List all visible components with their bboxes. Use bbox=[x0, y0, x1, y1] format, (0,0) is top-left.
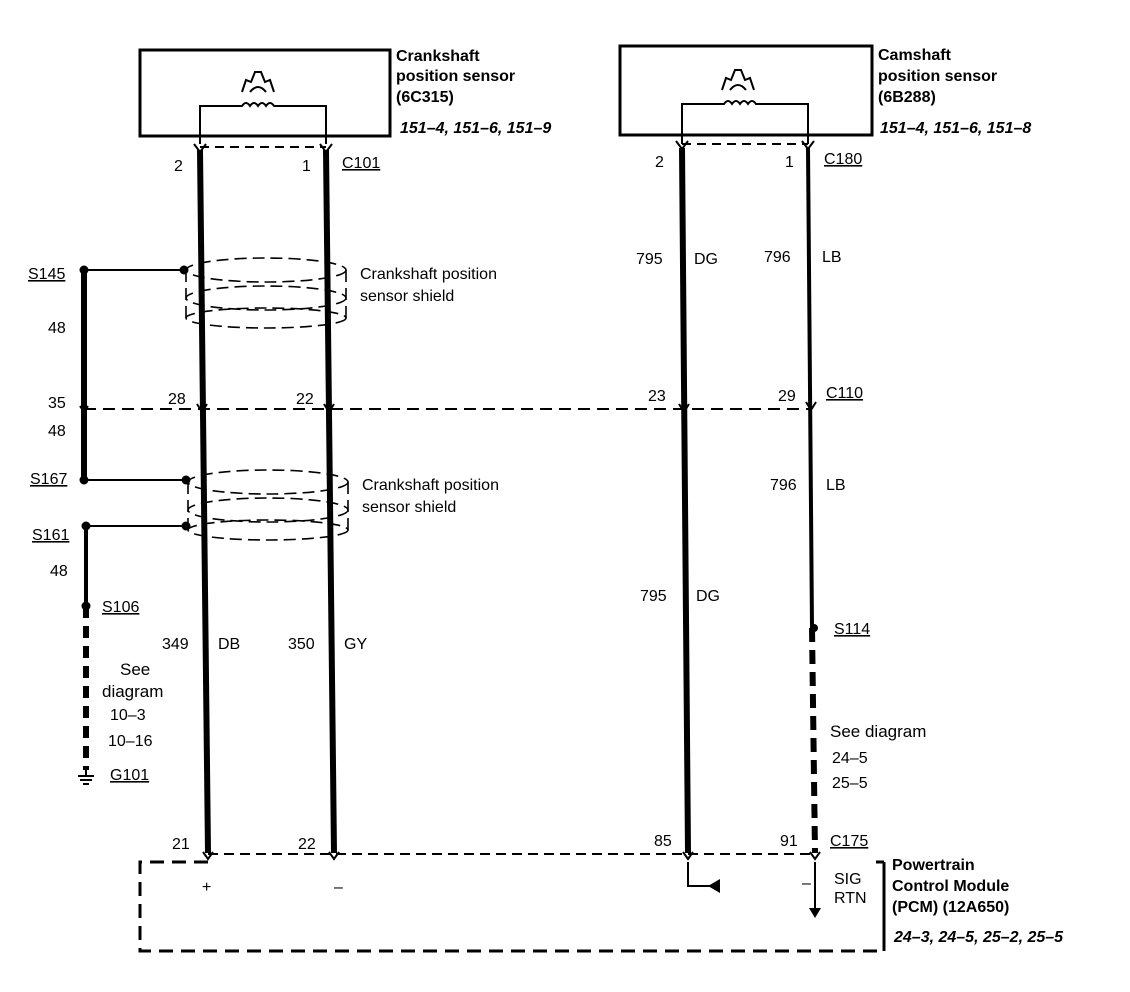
c110-pin-28: 28 bbox=[168, 391, 186, 408]
ground-ref-1: 10–3 bbox=[110, 707, 146, 724]
pcm-sig: SIG bbox=[834, 871, 862, 888]
connector-c175: 21 22 85 91 C175 bbox=[172, 833, 868, 861]
c101-pin-2: 2 bbox=[174, 158, 183, 175]
wire-795-circuit-upper: 795 bbox=[636, 251, 663, 268]
pcm-plus: + bbox=[202, 879, 211, 896]
crankshaft-sensor-part: (6C315) bbox=[396, 89, 454, 106]
pcm-title-3: (PCM) (12A650) bbox=[892, 899, 1009, 916]
camshaft-sensor-title-2: position sensor bbox=[878, 68, 997, 85]
sensor-coil-icon bbox=[681, 100, 809, 144]
crankshaft-sensor-title-1: Crankshaft bbox=[396, 48, 480, 65]
camshaft-wires bbox=[679, 147, 818, 854]
pcm-title-1: Powertrain bbox=[892, 857, 975, 874]
ground-circuit-48-b: 48 bbox=[48, 423, 66, 440]
ground-circuit-48-a: 48 bbox=[48, 320, 66, 337]
crankshaft-sensor-box bbox=[138, 48, 392, 138]
wire-796-color-mid: LB bbox=[826, 477, 846, 494]
wire-796-circuit-mid: 796 bbox=[770, 477, 797, 494]
splice-s167: S167 bbox=[30, 471, 67, 488]
ground-icon bbox=[78, 766, 94, 785]
c101-pin-1: 1 bbox=[302, 158, 311, 175]
c175-pin-22: 22 bbox=[298, 836, 316, 853]
sig-rtn-arrow-icon bbox=[809, 862, 821, 918]
camshaft-sensor-box bbox=[618, 44, 874, 137]
crankshaft-sensor-refs: 151–4, 151–6, 151–9 bbox=[400, 120, 551, 137]
ground-circuit-48-c: 48 bbox=[50, 563, 68, 580]
c175-pin-91: 91 bbox=[780, 833, 798, 850]
wire-349-color: DB bbox=[218, 636, 240, 653]
wire-795-dg bbox=[679, 147, 691, 854]
ground-branch bbox=[79, 265, 191, 770]
wire-795-circuit-lower: 795 bbox=[640, 588, 667, 605]
wire-796-circuit-upper: 796 bbox=[764, 249, 791, 266]
c180-label: C180 bbox=[824, 151, 862, 168]
wire-350-circuit: 350 bbox=[288, 636, 315, 653]
splice-s161: S161 bbox=[32, 527, 69, 544]
camshaft-sensor: Camshaft position sensor (6B288) 151–4, … bbox=[618, 44, 1031, 144]
see-diagram-2: diagram bbox=[102, 682, 163, 701]
pcm-minus-1: – bbox=[334, 879, 343, 896]
splice-s106: S106 bbox=[102, 599, 139, 616]
cam-ref-1: 24–5 bbox=[832, 750, 868, 767]
connector-c101: 2 1 C101 bbox=[174, 143, 380, 175]
sensor-coil-icon bbox=[199, 102, 327, 144]
shield-upper bbox=[185, 257, 347, 329]
wire-796-lb-dashed bbox=[809, 627, 818, 854]
camshaft-sensor-title-1: Camshaft bbox=[878, 47, 952, 64]
camshaft-sensor-refs: 151–4, 151–6, 151–8 bbox=[880, 120, 1031, 137]
connector-c180: 2 1 C180 bbox=[655, 140, 862, 171]
c110-label: C110 bbox=[826, 385, 863, 402]
cam-ref-2: 25–5 bbox=[832, 775, 868, 792]
wire-795-color-upper: DG bbox=[694, 251, 718, 268]
pcm-rtn: RTN bbox=[834, 890, 867, 907]
shield-lower bbox=[187, 469, 349, 541]
wire-350-gy bbox=[323, 149, 337, 854]
shield-lower-label-2: sensor shield bbox=[362, 499, 456, 516]
crankshaft-sensor: Crankshaft position sensor (6C315) 151–4… bbox=[138, 48, 551, 144]
crankshaft-wires bbox=[197, 149, 337, 854]
wire-795-color-lower: DG bbox=[696, 588, 720, 605]
shield-upper-label-2: sensor shield bbox=[360, 288, 454, 305]
cam-see-diagram: See diagram bbox=[830, 722, 926, 741]
shield-upper-label-1: Crankshaft position bbox=[360, 266, 497, 283]
c175-pin-21: 21 bbox=[172, 836, 190, 853]
c101-label: C101 bbox=[342, 155, 380, 172]
pcm-title-2: Control Module bbox=[892, 878, 1009, 895]
ground-ref-2: 10–16 bbox=[108, 733, 153, 750]
c180-pin-1: 1 bbox=[785, 154, 794, 171]
wire-349-circuit: 349 bbox=[162, 636, 189, 653]
see-diagram-1: See bbox=[120, 660, 150, 679]
connector-c110: 28 22 23 29 C110 bbox=[79, 385, 863, 414]
c180-pin-2: 2 bbox=[655, 154, 664, 171]
c175-pin-85: 85 bbox=[654, 833, 672, 850]
pcm-module: + – – SIG RTN Powertrain Control Module … bbox=[138, 857, 1064, 953]
sensor-gear-icon bbox=[241, 71, 275, 93]
cam-branch: S114 See diagram 24–5 25–5 bbox=[810, 621, 926, 792]
camshaft-sensor-part: (6B288) bbox=[878, 89, 936, 106]
c110-pin-29: 29 bbox=[778, 388, 796, 405]
c110-pin-22: 22 bbox=[296, 391, 314, 408]
pcm-refs: 24–3, 24–5, 25–2, 25–5 bbox=[893, 929, 1064, 946]
wire-796-lb-upper bbox=[806, 147, 814, 629]
input-arrow-icon bbox=[687, 862, 720, 893]
wire-796-color-upper: LB bbox=[822, 249, 842, 266]
c110-pin-23: 23 bbox=[648, 388, 666, 405]
crankshaft-sensor-title-2: position sensor bbox=[396, 68, 515, 85]
sensor-gear-icon bbox=[721, 69, 755, 91]
splice-s114: S114 bbox=[834, 621, 870, 638]
pcm-minus-2: – bbox=[802, 875, 811, 892]
ground-g101: G101 bbox=[110, 767, 149, 784]
c175-label: C175 bbox=[830, 833, 868, 850]
wire-349-db bbox=[197, 149, 211, 854]
wire-350-color: GY bbox=[344, 636, 367, 653]
shield-lower-label-1: Crankshaft position bbox=[362, 477, 499, 494]
splice-s145: S145 bbox=[28, 266, 65, 283]
c110-pin-35: 35 bbox=[48, 395, 66, 412]
